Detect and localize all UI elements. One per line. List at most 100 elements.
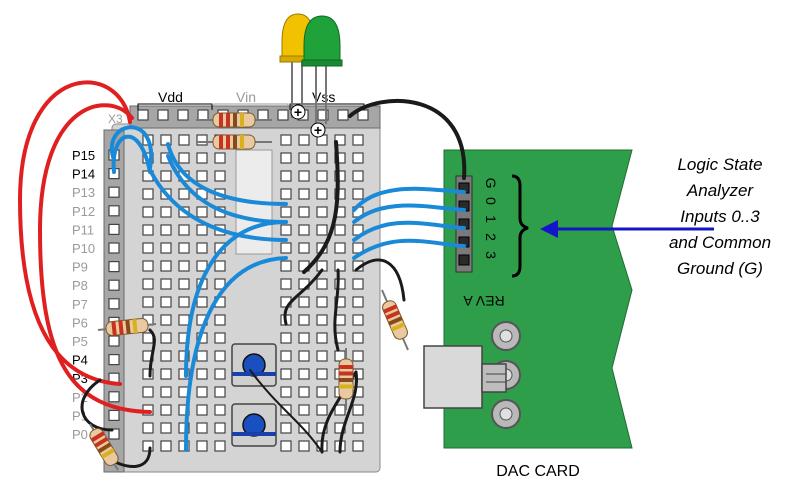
breadboard-socket <box>299 441 309 451</box>
breadboard-socket <box>281 441 291 451</box>
breadboard-socket <box>317 297 327 307</box>
breadboard-socket <box>143 297 153 307</box>
breadboard-socket <box>179 153 189 163</box>
breadboard-socket <box>179 225 189 235</box>
breadboard-socket <box>197 243 207 253</box>
pin-header-socket <box>109 262 119 272</box>
breadboard-socket <box>281 261 291 271</box>
breadboard-socket <box>353 135 363 145</box>
pin-header-socket <box>109 187 119 197</box>
dac-card-revision: REV A <box>463 293 505 309</box>
breadboard-socket <box>143 261 153 271</box>
pin-header-socket <box>109 280 119 290</box>
header-socket <box>178 110 188 120</box>
breadboard-socket <box>353 405 363 415</box>
breadboard-socket <box>143 333 153 343</box>
breadboard-socket <box>197 207 207 217</box>
breadboard-socket <box>281 279 291 289</box>
breadboard-socket <box>179 135 189 145</box>
breadboard-socket <box>317 225 327 235</box>
pin-label-p15: P15 <box>72 148 95 163</box>
breadboard-socket <box>281 387 291 397</box>
breadboard-socket <box>335 261 345 271</box>
breadboard-socket <box>161 279 171 289</box>
led-plus-symbol: + <box>314 122 322 138</box>
breadboard-socket <box>353 153 363 163</box>
annotation-line: Analyzer <box>686 181 754 200</box>
dac-connector-plug <box>482 364 506 392</box>
breadboard-socket <box>197 297 207 307</box>
breadboard-socket <box>161 387 171 397</box>
header-socket <box>138 110 148 120</box>
breadboard-socket <box>299 333 309 343</box>
breadboard-socket <box>161 261 171 271</box>
breadboard-socket <box>143 279 153 289</box>
pushbutton-lower <box>232 404 276 446</box>
pin-label-p11: P11 <box>72 222 94 237</box>
breadboard-socket <box>317 171 327 181</box>
breadboard-socket <box>143 207 153 217</box>
card-input-label: 1 <box>483 215 499 223</box>
dac-connector-body <box>424 346 482 408</box>
breadboard-socket <box>143 441 153 451</box>
breadboard-socket <box>215 369 225 379</box>
header-label-vin: Vin <box>236 89 256 105</box>
breadboard-socket <box>197 369 207 379</box>
breadboard-socket <box>335 405 345 415</box>
pin-label-p4: P4 <box>72 353 88 368</box>
breadboard-socket <box>299 243 309 253</box>
breadboard-socket <box>353 441 363 451</box>
breadboard-socket <box>299 153 309 163</box>
breadboard-socket <box>281 189 291 199</box>
pin-header-socket <box>109 336 119 346</box>
breadboard-socket <box>353 423 363 433</box>
breadboard-socket <box>299 387 309 397</box>
card-input-label: 0 <box>483 197 499 205</box>
breadboard-socket <box>353 171 363 181</box>
pin-header-socket <box>109 299 119 309</box>
breadboard-socket <box>179 243 189 253</box>
annotation-line: Inputs 0..3 <box>680 207 760 226</box>
header-socket <box>278 110 288 120</box>
breadboard-socket <box>197 225 207 235</box>
breadboard-socket <box>281 351 291 361</box>
breadboard-socket <box>281 225 291 235</box>
breadboard-socket <box>317 279 327 289</box>
breadboard-socket <box>197 387 207 397</box>
pin-label-p10: P10 <box>72 241 95 256</box>
pin-header-socket <box>109 355 119 365</box>
header-label-x3: X3 <box>108 112 123 126</box>
breadboard-socket <box>281 171 291 181</box>
breadboard-socket <box>281 207 291 217</box>
breadboard-socket <box>281 153 291 163</box>
breadboard-socket <box>161 225 171 235</box>
pin-label-p0: P0 <box>72 427 88 442</box>
pin-header-socket <box>109 392 119 402</box>
breadboard-socket <box>161 441 171 451</box>
breadboard-socket <box>353 297 363 307</box>
breadboard-socket <box>197 423 207 433</box>
header-socket <box>198 110 208 120</box>
pin-header-socket <box>109 224 119 234</box>
card-mount-hole <box>500 408 512 420</box>
breadboard-socket <box>143 423 153 433</box>
breadboard-socket <box>179 297 189 307</box>
breadboard-socket <box>215 261 225 271</box>
breadboard-socket <box>281 423 291 433</box>
card-input-label: G <box>483 178 499 189</box>
breadboard-socket <box>143 225 153 235</box>
breadboard-socket <box>299 351 309 361</box>
breadboard-socket <box>161 423 171 433</box>
breadboard-socket <box>215 387 225 397</box>
breadboard-socket <box>215 351 225 361</box>
annotation-line: Ground (G) <box>677 259 763 278</box>
breadboard-socket <box>317 189 327 199</box>
breadboard-socket <box>281 333 291 343</box>
pin-header-socket <box>109 206 119 216</box>
breadboard-socket <box>161 171 171 181</box>
breadboard-socket <box>317 387 327 397</box>
pin-label-p8: P8 <box>72 278 88 293</box>
annotation-line: Logic State <box>677 155 762 174</box>
